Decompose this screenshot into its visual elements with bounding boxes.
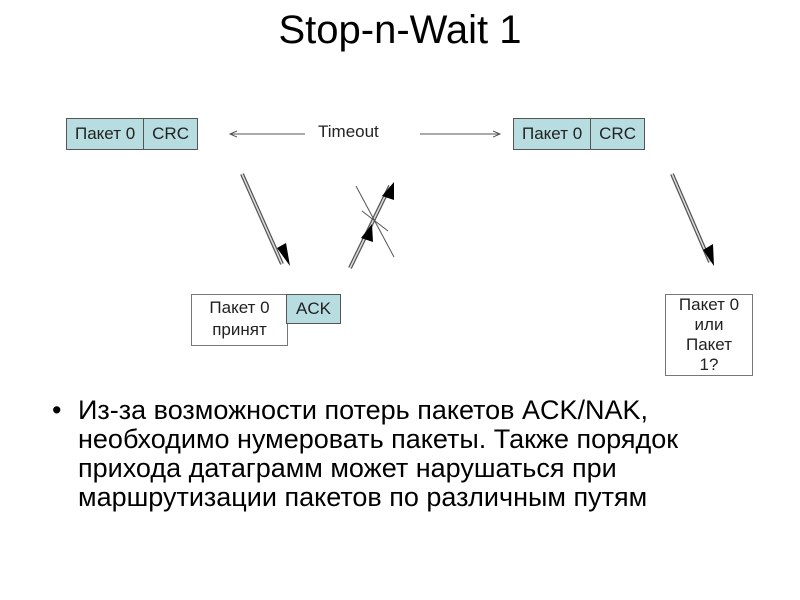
packet-arrow-retransmit: [670, 173, 714, 266]
packet-arrow-down: [240, 173, 290, 266]
question-line4: 1?: [699, 355, 719, 374]
question-line1: Пакет 0: [678, 295, 740, 314]
packet-label: Пакет 0: [67, 119, 144, 149]
question-box: Пакет 0 или Пакет 1?: [665, 294, 753, 376]
packet-label: Пакет 0: [514, 119, 591, 149]
receiver-box: Пакет 0 принят: [191, 294, 288, 346]
crc-field: CRC: [590, 119, 644, 149]
timeout-label: Timeout: [318, 122, 379, 141]
bullet-item: • Из-за возможности потерь пакетов ACK/N…: [52, 396, 752, 512]
bullet-symbol: •: [52, 395, 62, 425]
crc-field: CRC: [143, 119, 197, 149]
bullet-text: Из-за возможности потерь пакетов ACK/NAK…: [78, 395, 679, 512]
question-line2: или: [694, 315, 724, 334]
question-line3: Пакет: [686, 335, 732, 354]
receiver-line2: принят: [212, 320, 267, 339]
packet-left: Пакет 0 CRC: [66, 118, 198, 150]
ack-field: ACK: [286, 294, 341, 324]
slide-title: Stop-n-Wait 1: [278, 8, 522, 52]
packet-right: Пакет 0 CRC: [513, 118, 645, 150]
receiver-line1: Пакет 0: [209, 298, 270, 317]
ack-arrow-lost: [348, 182, 395, 269]
